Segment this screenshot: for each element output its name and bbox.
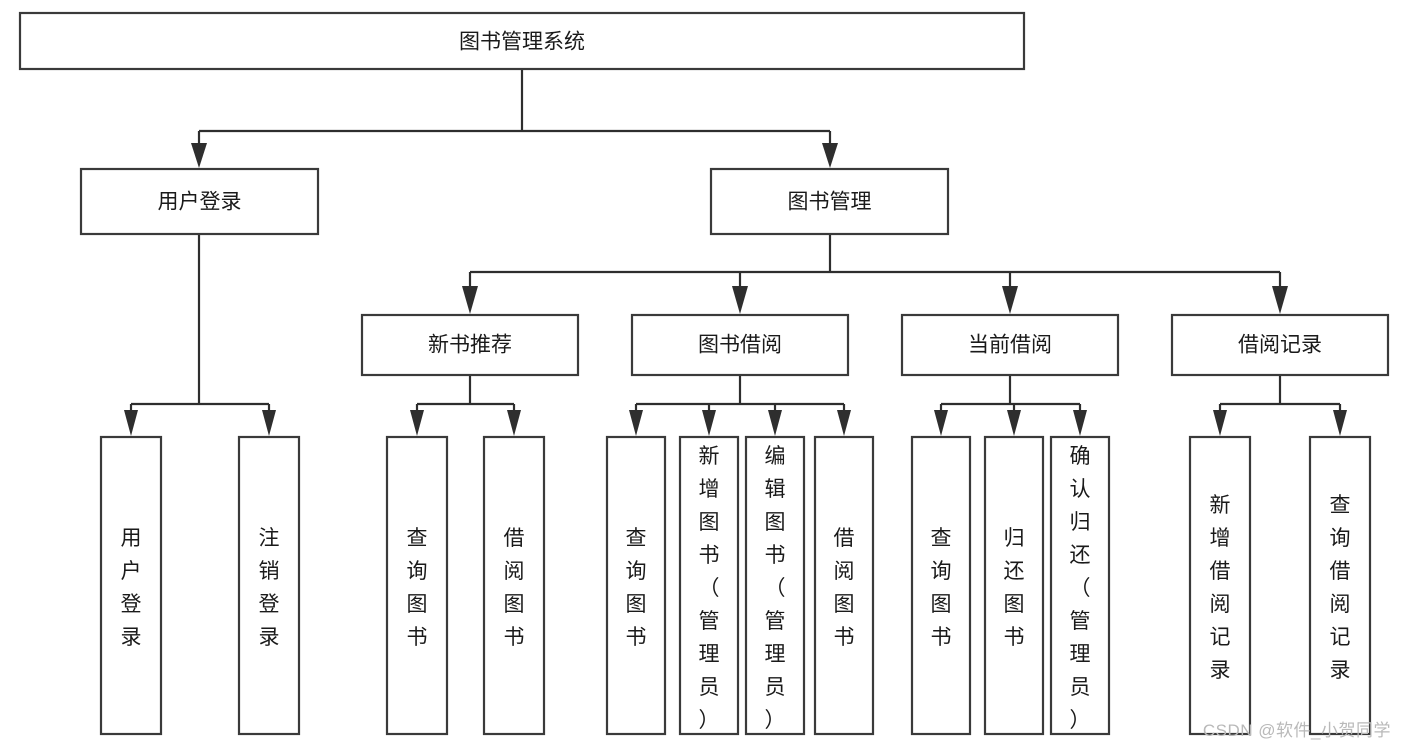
node-new-book-recommend-box[interactable] xyxy=(360,313,580,377)
leaf-node-8[interactable]: 查询图书 xyxy=(910,435,972,736)
node-book-borrow-label: 图书借阅 xyxy=(698,334,782,357)
arrow-to-leaf-borrow-book-b xyxy=(837,410,851,436)
leaf-node-11[interactable]: 新增借阅记录 xyxy=(1188,435,1252,736)
leaf-node-7-label: 借阅图书 xyxy=(834,527,855,649)
node-current-borrow[interactable]: 当前借阅 xyxy=(900,313,1120,377)
leaf-node-6-label: 编辑图书（管理员） xyxy=(765,445,786,732)
leaf-node-12[interactable]: 查询借阅记录 xyxy=(1308,435,1372,736)
node-borrow-record[interactable]: 借阅记录 xyxy=(1170,313,1390,377)
leaf-node-11-box[interactable] xyxy=(1188,435,1252,736)
node-book-management[interactable]: 图书管理 xyxy=(709,167,950,236)
node-book-management-box[interactable] xyxy=(709,167,950,236)
leaf-node-0-box[interactable] xyxy=(99,435,163,736)
leaf-node-12-box[interactable] xyxy=(1308,435,1372,736)
arrow-to-leaf-logout xyxy=(262,410,276,436)
leaf-node-7[interactable]: 借阅图书 xyxy=(813,435,875,736)
arrow-to-leaf-query-book-a xyxy=(410,410,424,436)
node-new-book-recommend-label: 新书推荐 xyxy=(428,334,512,357)
leaf-node-8-label: 查询图书 xyxy=(931,527,952,649)
leaf-node-8-box[interactable] xyxy=(910,435,972,736)
leaf-node-0[interactable]: 用户登录 xyxy=(99,435,163,736)
node-book-borrow-box[interactable] xyxy=(630,313,850,377)
arrow-to-leaf-return-book xyxy=(1007,410,1021,436)
leaf-node-6[interactable]: 编辑图书（管理员） xyxy=(744,435,806,736)
arrow-to-leaf-borrow-book-a xyxy=(507,410,521,436)
arrow-to-new-book-rec xyxy=(462,286,478,314)
node-root[interactable]: 图书管理系统 xyxy=(18,11,1026,71)
leaf-node-9-box[interactable] xyxy=(983,435,1045,736)
leaf-node-10[interactable]: 确认归还（管理员） xyxy=(1049,435,1111,736)
leaf-node-10-box[interactable] xyxy=(1049,435,1111,736)
node-borrow-record-box[interactable] xyxy=(1170,313,1390,377)
leaf-node-5[interactable]: 新增图书（管理员） xyxy=(678,435,740,736)
node-book-management-label: 图书管理 xyxy=(788,191,872,214)
arrow-to-book-borrow xyxy=(732,286,748,314)
leaf-node-0-label: 用户登录 xyxy=(121,527,142,649)
leaf-node-5-label: 新增图书（管理员） xyxy=(699,445,720,732)
leaf-node-3[interactable]: 借阅图书 xyxy=(482,435,546,736)
leaf-node-2-label: 查询图书 xyxy=(407,527,428,649)
leaf-node-4[interactable]: 查询图书 xyxy=(605,435,667,736)
leaf-node-layer: 用户登录 注销登录 查询图书 借阅图书 查询图书 新增图书（管理员） 编辑图书（管理员） 借阅… xyxy=(99,435,1372,736)
arrow-to-leaf-confirm-return xyxy=(1073,410,1087,436)
arrow-to-current-borrow xyxy=(1002,286,1018,314)
leaf-node-9[interactable]: 归还图书 xyxy=(983,435,1045,736)
leaf-node-7-box[interactable] xyxy=(813,435,875,736)
leaf-node-5-box[interactable] xyxy=(678,435,740,736)
leaf-node-4-label: 查询图书 xyxy=(626,527,647,649)
arrow-to-user-login xyxy=(191,143,207,168)
leaf-node-4-box[interactable] xyxy=(605,435,667,736)
leaf-node-3-label: 借阅图书 xyxy=(504,527,525,649)
arrow-to-leaf-edit-book xyxy=(768,410,782,436)
leaf-node-1[interactable]: 注销登录 xyxy=(237,435,301,736)
leaf-node-10-label: 确认归还（管理员） xyxy=(1070,445,1091,732)
arrow-to-book-mgmt xyxy=(822,143,838,168)
node-user-login[interactable]: 用户登录 xyxy=(79,167,320,236)
leaf-node-11-label: 新增借阅记录 xyxy=(1210,494,1231,682)
arrow-to-leaf-add-record xyxy=(1213,410,1227,436)
node-user-login-label: 用户登录 xyxy=(158,191,242,214)
arrow-to-leaf-add-book xyxy=(702,410,716,436)
node-root-label: 图书管理系统 xyxy=(459,31,585,54)
node-user-login-box[interactable] xyxy=(79,167,320,236)
leaf-node-12-label: 查询借阅记录 xyxy=(1330,494,1351,682)
node-borrow-record-label: 借阅记录 xyxy=(1238,334,1322,357)
arrow-to-leaf-user-login xyxy=(124,410,138,436)
connector-layer xyxy=(124,69,1347,436)
node-current-borrow-label: 当前借阅 xyxy=(968,334,1052,357)
arrow-to-borrow-record xyxy=(1272,286,1288,314)
arrow-to-leaf-query-book-b xyxy=(629,410,643,436)
leaf-node-9-label: 归还图书 xyxy=(1004,527,1025,649)
arrow-to-leaf-query-book-c xyxy=(934,410,948,436)
leaf-node-3-box[interactable] xyxy=(482,435,546,736)
leaf-node-1-box[interactable] xyxy=(237,435,301,736)
arrow-to-leaf-query-record xyxy=(1333,410,1347,436)
leaf-node-2[interactable]: 查询图书 xyxy=(385,435,449,736)
node-root-box[interactable] xyxy=(18,11,1026,71)
node-current-borrow-box[interactable] xyxy=(900,313,1120,377)
leaf-node-1-label: 注销登录 xyxy=(259,527,280,649)
leaf-node-2-box[interactable] xyxy=(385,435,449,736)
node-new-book-recommend[interactable]: 新书推荐 xyxy=(360,313,580,377)
node-book-borrow[interactable]: 图书借阅 xyxy=(630,313,850,377)
leaf-node-6-box[interactable] xyxy=(744,435,806,736)
